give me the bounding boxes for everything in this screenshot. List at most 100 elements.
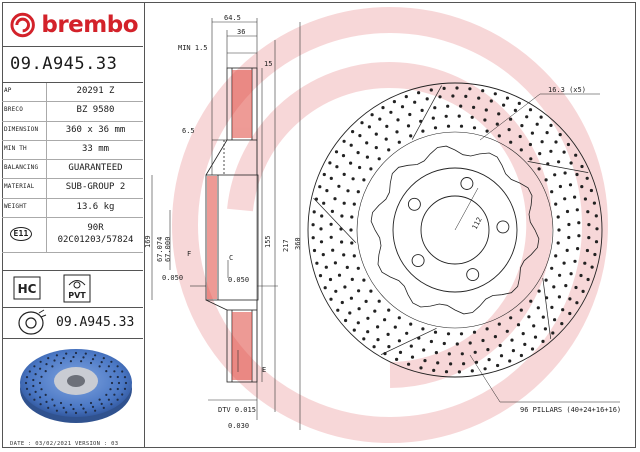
render-drill-hole xyxy=(91,358,95,361)
drill-hole xyxy=(530,131,535,135)
spec-row: MIN TH 33 mm xyxy=(2,140,143,161)
drill-hole xyxy=(489,99,493,103)
drill-hole xyxy=(587,236,591,240)
drill-hole xyxy=(329,297,333,301)
drill-hole xyxy=(343,285,347,289)
drill-hole xyxy=(404,95,408,99)
drill-hole xyxy=(569,161,573,165)
drill-hole xyxy=(583,197,588,201)
drill-hole xyxy=(523,342,527,346)
drill-hole xyxy=(385,124,389,128)
drill-hole xyxy=(527,315,531,319)
drill-hole xyxy=(513,108,518,112)
approval-value: 90R 02C01203/57824 xyxy=(48,222,143,246)
drill-hole xyxy=(400,105,405,109)
render-drill-hole xyxy=(110,403,113,406)
drill-hole xyxy=(318,185,322,189)
drill-hole xyxy=(552,285,556,289)
drill-hole xyxy=(325,189,329,193)
drill-hole xyxy=(383,318,387,322)
drill-hole xyxy=(339,227,343,231)
drill-hole xyxy=(535,122,539,126)
drill-hole xyxy=(348,311,352,315)
drill-hole xyxy=(580,185,584,189)
dim-36: 36 xyxy=(237,28,245,36)
render-drill-hole xyxy=(69,360,72,363)
render-drill-hole xyxy=(59,401,63,405)
drill-hole xyxy=(589,188,594,193)
bolt-hole xyxy=(411,254,425,268)
slot-line xyxy=(313,197,357,244)
drill-hole xyxy=(459,104,463,108)
drill-hole xyxy=(334,150,339,154)
spec-row: BALANCING GUARANTEED xyxy=(2,160,143,180)
drill-hole xyxy=(486,348,490,352)
drill-hole xyxy=(505,329,509,333)
drill-hole xyxy=(497,322,501,326)
drill-hole xyxy=(366,330,370,334)
approval-line1: 90R xyxy=(87,223,104,234)
drill-hole xyxy=(409,344,413,348)
drill-hole xyxy=(544,178,548,182)
render-drill-hole xyxy=(39,396,42,399)
drill-hole xyxy=(569,272,573,276)
drill-hole xyxy=(322,201,326,205)
drill-hole xyxy=(322,172,326,177)
render-drill-hole xyxy=(105,370,108,373)
drill-hole xyxy=(537,167,541,171)
drill-hole xyxy=(431,116,435,120)
spec-row: BRECO BZ 9580 xyxy=(2,102,143,122)
drill-hole xyxy=(457,114,461,118)
render-drill-hole xyxy=(44,370,47,373)
drill-hole xyxy=(410,355,415,359)
drill-hole xyxy=(378,117,382,121)
render-drill-hole xyxy=(53,359,56,362)
drill-hole xyxy=(366,316,370,320)
drill-hole xyxy=(580,164,584,169)
drill-hole xyxy=(409,322,413,326)
drill-hole xyxy=(329,235,333,239)
render-drill-hole xyxy=(80,403,83,406)
render-drill-hole xyxy=(51,365,54,368)
render-drill-hole xyxy=(40,375,43,378)
drill-hole xyxy=(493,335,497,339)
approval-mark: E11 xyxy=(10,227,32,242)
drill-hole xyxy=(539,115,543,119)
render-drill-hole xyxy=(116,398,119,401)
drill-hole xyxy=(592,201,597,205)
drill-hole xyxy=(468,87,472,91)
drill-hole xyxy=(562,261,566,265)
drill-hole xyxy=(549,149,553,153)
drill-hole xyxy=(328,277,333,282)
brand-name: brembo xyxy=(41,12,138,38)
drill-hole xyxy=(417,336,421,340)
drill-hole xyxy=(586,277,590,282)
drill-hole xyxy=(330,209,334,213)
drill-hole xyxy=(508,359,512,363)
drill-hole xyxy=(553,318,557,322)
drill-hole xyxy=(558,184,563,189)
drill-hole xyxy=(573,259,577,263)
drill-hole xyxy=(324,265,328,269)
spec-label: BRECO xyxy=(4,106,24,114)
drill-hole xyxy=(337,273,342,277)
drill-hole xyxy=(464,94,468,98)
drill-hole xyxy=(323,286,327,290)
drill-hole xyxy=(481,89,485,93)
drill-hole xyxy=(472,330,477,334)
drill-hole xyxy=(397,339,401,343)
render-drill-hole xyxy=(51,398,54,401)
drill-hole xyxy=(423,359,427,363)
drill-hole xyxy=(350,241,354,245)
render-drill-hole xyxy=(34,390,37,393)
drill-hole xyxy=(554,140,558,144)
drill-hole xyxy=(392,100,396,104)
render-drill-hole xyxy=(65,411,68,414)
dim-bolt-hole: 16.3 (x5) xyxy=(548,86,586,94)
drill-hole xyxy=(349,143,353,147)
tol-flatness: 0.050 xyxy=(162,274,183,282)
drill-hole xyxy=(470,115,474,119)
drill-hole xyxy=(562,150,566,154)
drill-hole xyxy=(558,133,562,137)
drill-hole xyxy=(328,161,332,165)
